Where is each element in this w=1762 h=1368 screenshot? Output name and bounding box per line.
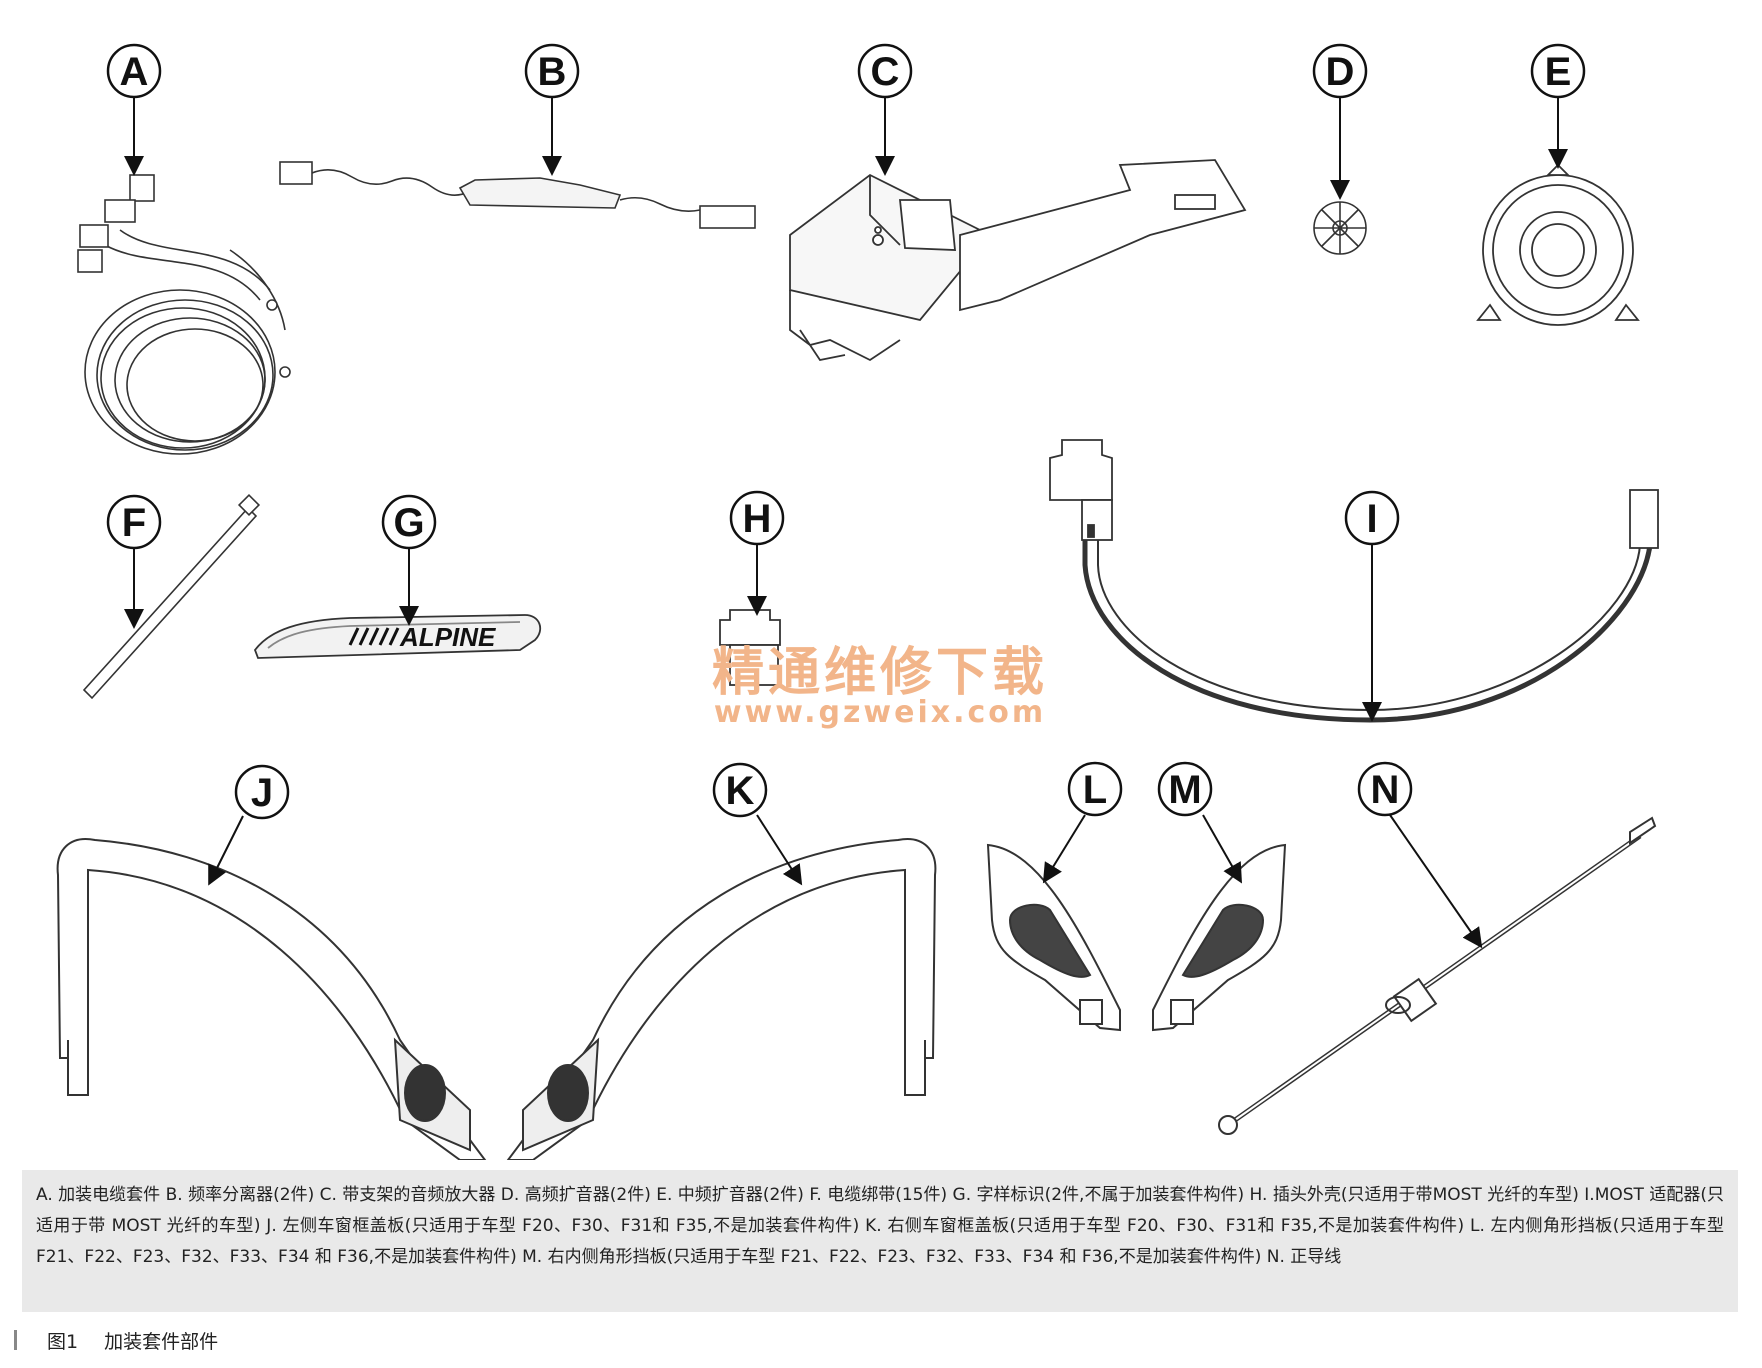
caption-text: A. 加装电缆套件 B. 频率分离器(2件) C. 带支架的音频放大器 D. 高… [36, 1185, 1724, 1267]
watermark-url: www.gzweix.com [714, 695, 1046, 730]
svg-text:M: M [1168, 768, 1201, 812]
figure-title: 加装套件部件 [104, 1330, 219, 1353]
svg-text:I: I [1366, 497, 1377, 541]
svg-text:G: G [393, 501, 424, 545]
caption-box: A. 加装电缆套件 B. 频率分离器(2件) C. 带支架的音频放大器 D. 高… [22, 1170, 1738, 1312]
callout-k: K [712, 762, 768, 818]
badge-alpine-text: ALPINE [399, 622, 496, 652]
svg-text:D: D [1326, 50, 1355, 94]
callout-n: N [1357, 761, 1413, 817]
part-c-amplifier [789, 159, 1247, 362]
svg-text:L: L [1083, 768, 1107, 812]
svg-text:F: F [122, 501, 146, 545]
svg-text:C: C [871, 50, 900, 94]
part-h-plug-housing [719, 609, 781, 686]
figure-bar-decoration [14, 1330, 17, 1350]
part-e-midrange-speaker [1476, 163, 1640, 326]
callout-g: G [381, 494, 437, 550]
parts-diagram: ALPINE [56, 43, 1659, 1160]
part-i-most-adapter [1049, 439, 1659, 723]
part-l-left-corner-trim [986, 843, 1121, 1032]
watermark-cn: 精通维修下载 [712, 643, 1048, 703]
svg-text:K: K [726, 769, 755, 813]
callout-a: A [106, 43, 162, 99]
callout-l: L [1067, 761, 1123, 817]
callout-f: F [106, 494, 162, 550]
callout-c: C [857, 43, 913, 99]
part-m-right-corner-trim [1152, 843, 1287, 1032]
callout-e: E [1530, 43, 1586, 99]
callout-i: I [1344, 490, 1400, 546]
callout-m: M [1157, 761, 1213, 817]
part-j-left-window-frame-cover [56, 838, 487, 1160]
svg-text:N: N [1371, 768, 1400, 812]
callout-b: B [524, 43, 580, 99]
svg-text:H: H [743, 497, 772, 541]
figure-caption: 图1 加装套件部件 [14, 1325, 218, 1355]
svg-text:A: A [120, 50, 149, 94]
part-f-cable-tie [82, 493, 261, 700]
svg-text:E: E [1545, 50, 1572, 94]
figure-number: 图1 [47, 1330, 79, 1353]
part-g-badge: ALPINE [253, 614, 542, 659]
part-k-right-window-frame-cover [506, 838, 937, 1160]
part-a-cable-kit [77, 174, 291, 455]
svg-text:B: B [538, 50, 567, 94]
callout-arrows [124, 97, 1568, 949]
part-d-tweeter [1313, 201, 1367, 255]
part-b-crossover [279, 161, 756, 229]
callout-j: J [234, 764, 290, 820]
svg-text:J: J [251, 771, 273, 815]
callout-d: D [1312, 43, 1368, 99]
callout-h: H [729, 490, 785, 546]
part-n-positive-lead [1218, 816, 1657, 1135]
